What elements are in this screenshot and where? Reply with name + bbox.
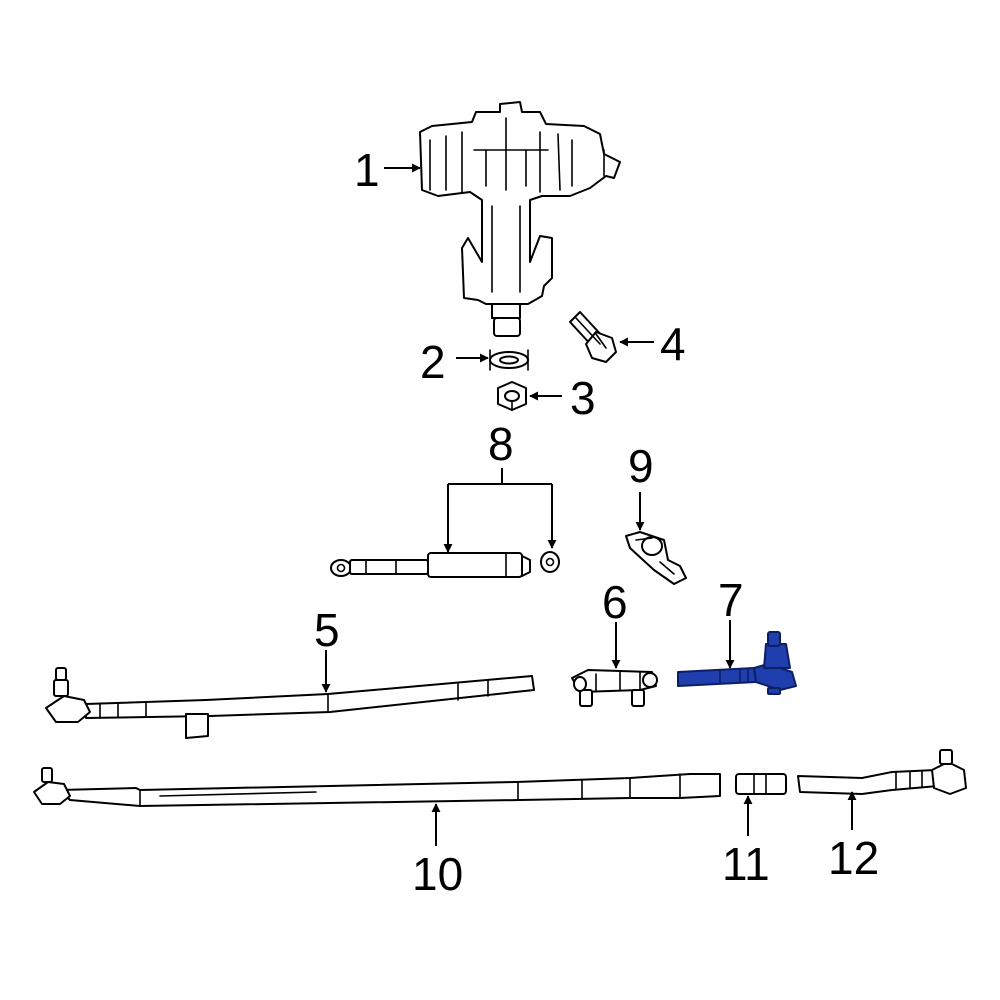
callout-1: 1 [354, 144, 380, 196]
bolt-part-4[interactable] [569, 311, 617, 363]
outer-tie-rod-end-part-12[interactable] [797, 749, 967, 795]
callout-5: 5 [314, 604, 340, 656]
drag-link-part-5[interactable] [45, 667, 535, 739]
steering-stabilizer-part-8[interactable] [330, 551, 560, 578]
callout-labels: 1 2 3 4 8 9 5 6 7 10 11 12 [314, 144, 879, 900]
callout-2: 2 [420, 336, 446, 388]
adjuster-sleeve-part-11[interactable] [735, 773, 787, 795]
leader-lines [321, 163, 857, 846]
bracket-part-9[interactable] [625, 531, 687, 585]
callout-6: 6 [602, 576, 628, 628]
callout-3: 3 [570, 372, 596, 424]
washer-part-2[interactable] [489, 349, 529, 371]
nut-part-3[interactable] [497, 381, 527, 411]
callout-7: 7 [718, 574, 744, 626]
clamp-part-6[interactable] [571, 669, 658, 707]
callout-11: 11 [722, 838, 770, 890]
callout-12: 12 [828, 832, 879, 884]
callout-10: 10 [412, 848, 463, 900]
callout-9: 9 [628, 440, 654, 492]
tie-rod-part-10[interactable] [33, 767, 721, 807]
callout-4: 4 [660, 318, 686, 370]
callout-8: 8 [488, 418, 514, 470]
tie-rod-end-part-7[interactable] [677, 631, 797, 695]
steering-gear-part-1[interactable] [419, 101, 621, 337]
